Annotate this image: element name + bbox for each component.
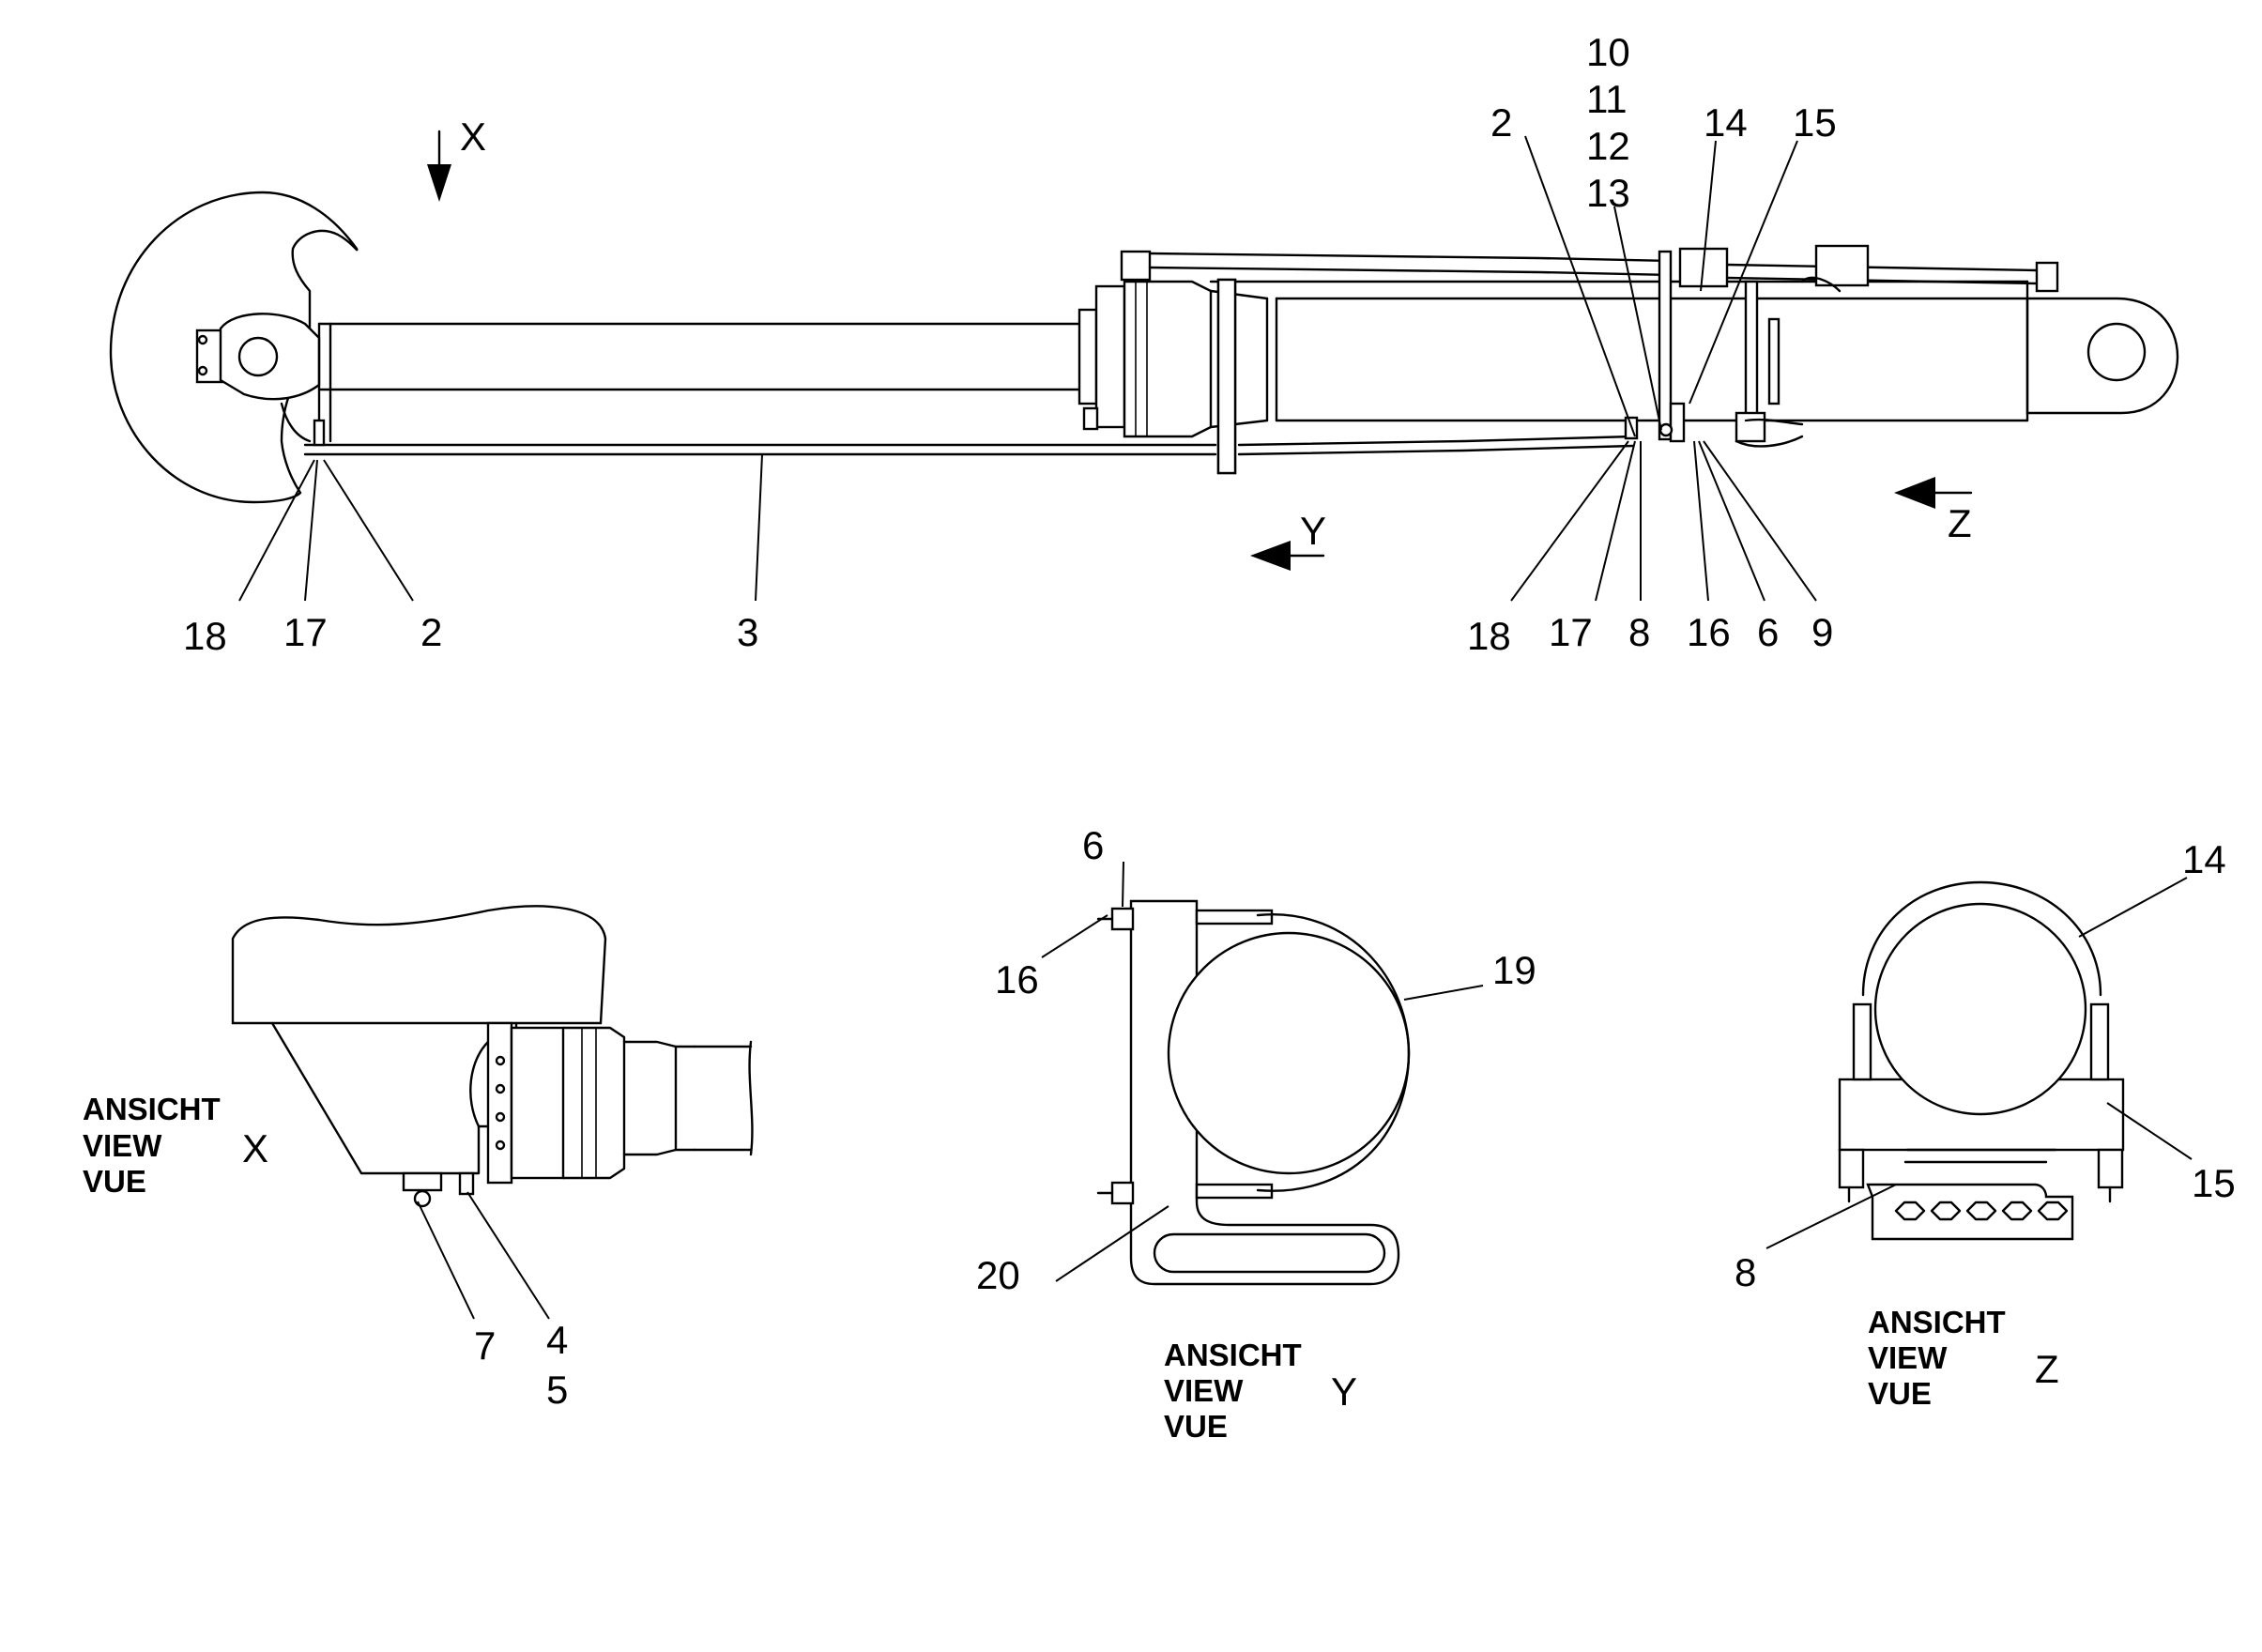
view-y-line3: VUE — [1164, 1409, 1228, 1444]
callout-15-top: 15 — [1793, 100, 1837, 145]
callout-9: 9 — [1811, 610, 1833, 654]
callout-6-y: 6 — [1082, 823, 1104, 867]
cylinder-barrel — [1209, 280, 2029, 429]
callout-16-top: 16 — [1687, 610, 1731, 654]
callout-15-z: 15 — [2192, 1161, 2236, 1205]
callout-2-left: 2 — [420, 610, 442, 654]
callout-4: 4 — [546, 1318, 568, 1362]
callout-18-right: 18 — [1467, 614, 1511, 658]
callout-14-top: 14 — [1704, 100, 1748, 145]
view-y-detail — [1041, 861, 1484, 1286]
callout-3: 3 — [737, 610, 758, 654]
callout-17-right: 17 — [1549, 610, 1593, 654]
callout-6-top: 6 — [1757, 610, 1779, 654]
callout-10: 10 — [1586, 30, 1630, 74]
view-marker-x: X — [427, 115, 486, 202]
callout-numbers: 18 17 2 3 2 10 11 12 13 14 15 18 17 8 16… — [183, 30, 2236, 1412]
callout-20: 20 — [976, 1253, 1020, 1297]
callout-17-left: 17 — [283, 610, 328, 654]
callout-19: 19 — [1492, 948, 1536, 992]
callout-13: 13 — [1586, 171, 1630, 215]
callout-11: 11 — [1586, 77, 1628, 121]
hydraulic-line — [1120, 244, 2059, 293]
view-z-label: ANSICHT VIEW VUE Z — [1868, 1305, 2059, 1411]
view-marker-z-label: Z — [1948, 501, 1972, 545]
callout-16-y: 16 — [995, 957, 1039, 1002]
callout-8-z: 8 — [1735, 1250, 1756, 1294]
view-z-line2: VIEW — [1868, 1340, 1948, 1375]
view-x-detail — [231, 905, 754, 1320]
tube-item-3 — [303, 419, 1635, 456]
view-x-line2: VIEW — [83, 1128, 162, 1163]
view-y-line1: ANSICHT — [1164, 1338, 1302, 1372]
view-marker-x-label: X — [460, 115, 486, 159]
callout-5: 5 — [546, 1368, 568, 1412]
callout-12: 12 — [1586, 124, 1630, 168]
view-x-letter: X — [242, 1126, 268, 1170]
view-z-line1: ANSICHT — [1868, 1305, 2006, 1339]
callout-7: 7 — [474, 1323, 496, 1368]
cylinder-assembly — [109, 191, 2179, 504]
view-marker-y: Y — [1250, 509, 1326, 571]
main-leaders — [238, 135, 1817, 602]
view-z-line3: VUE — [1868, 1376, 1932, 1411]
view-y-label: ANSICHT VIEW VUE Y — [1164, 1338, 1357, 1444]
view-x-line3: VUE — [83, 1164, 146, 1199]
view-marker-z: Z — [1894, 477, 1973, 545]
callout-8-top: 8 — [1628, 610, 1650, 654]
piston-rod — [317, 322, 1081, 443]
view-y-line2: VIEW — [1164, 1373, 1244, 1408]
view-y-letter: Y — [1331, 1369, 1357, 1414]
view-z-letter: Z — [2035, 1347, 2059, 1391]
callout-18-left: 18 — [183, 614, 227, 658]
callout-14-z: 14 — [2182, 837, 2226, 881]
cylinder-bottom-eye — [2025, 280, 2179, 422]
view-x-line1: ANSICHT — [83, 1092, 221, 1126]
view-z-detail — [1765, 877, 2193, 1249]
callout-2-right: 2 — [1490, 100, 1512, 145]
view-x-label: ANSICHT VIEW VUE X — [83, 1092, 268, 1199]
tube-clamp — [1216, 278, 1237, 475]
view-marker-y-label: Y — [1300, 509, 1326, 553]
